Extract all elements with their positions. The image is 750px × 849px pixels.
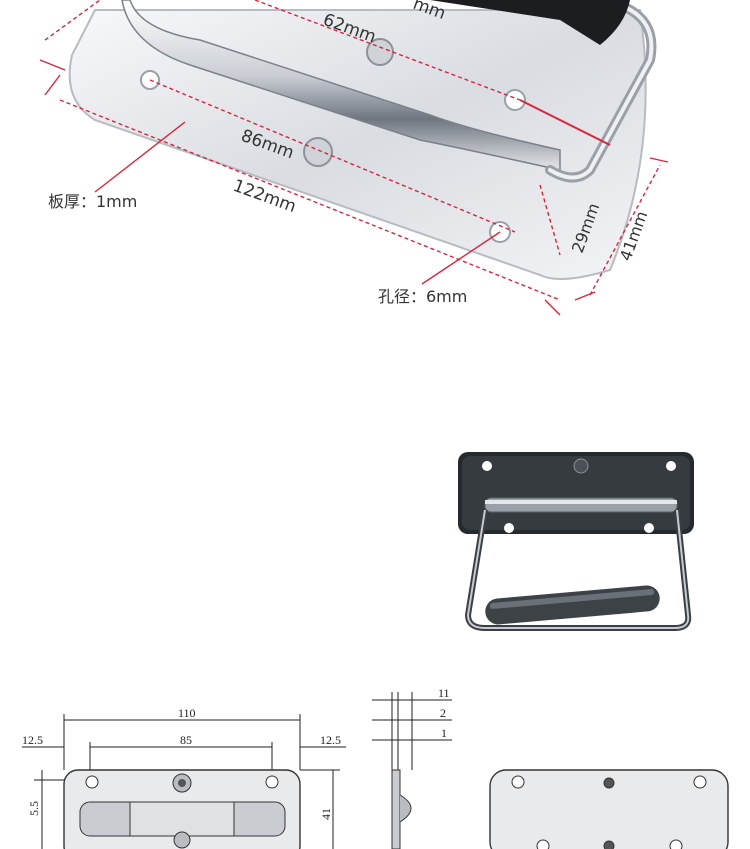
plate-hole-3	[504, 523, 514, 533]
product-canvas	[458, 452, 694, 631]
plate-thickness-label: 板厚：1mm	[48, 192, 137, 211]
photo-canvas: mm 62mm 86mm 122mm 29mm 41mm 板厚：1mm 孔径：6…	[39, 0, 669, 316]
black-grip	[430, 0, 630, 45]
side-view-body	[391, 769, 401, 849]
chrome-plate	[68, 9, 647, 280]
annotated-product-photo: mm 62mm 86mm 122mm 29mm 41mm 板厚：1mm 孔径：6…	[0, 0, 750, 330]
drawing-canvas: 110 85 12.5 12.5 5.5 41 11 2 1	[22, 686, 729, 849]
dim-5-5: 5.5	[27, 801, 41, 816]
dim-11: 11	[438, 686, 450, 700]
center-rivet	[303, 137, 333, 167]
dim-1: 1	[441, 726, 447, 740]
top-rivet	[573, 458, 589, 474]
mount-hole-2	[504, 89, 526, 111]
black-handle-image	[0, 330, 750, 670]
dim-85: 85	[180, 733, 192, 747]
plate-hole-2	[666, 461, 676, 471]
plate-hole-1	[482, 461, 492, 471]
drawing-back-plate	[489, 769, 729, 849]
dimension-lines	[39, 0, 669, 316]
dim-2: 2	[440, 706, 446, 720]
hole-diameter-label: 孔径：6mm	[378, 287, 467, 306]
technical-drawing: 110 85 12.5 12.5 5.5 41 11 2 1	[0, 670, 750, 849]
dim-110: 110	[178, 706, 196, 720]
dim-left-12-5: 12.5	[22, 733, 43, 747]
dim-right-12-5: 12.5	[320, 733, 341, 747]
dim-41-drawing: 41	[319, 808, 333, 820]
plate-hole-4	[644, 523, 654, 533]
